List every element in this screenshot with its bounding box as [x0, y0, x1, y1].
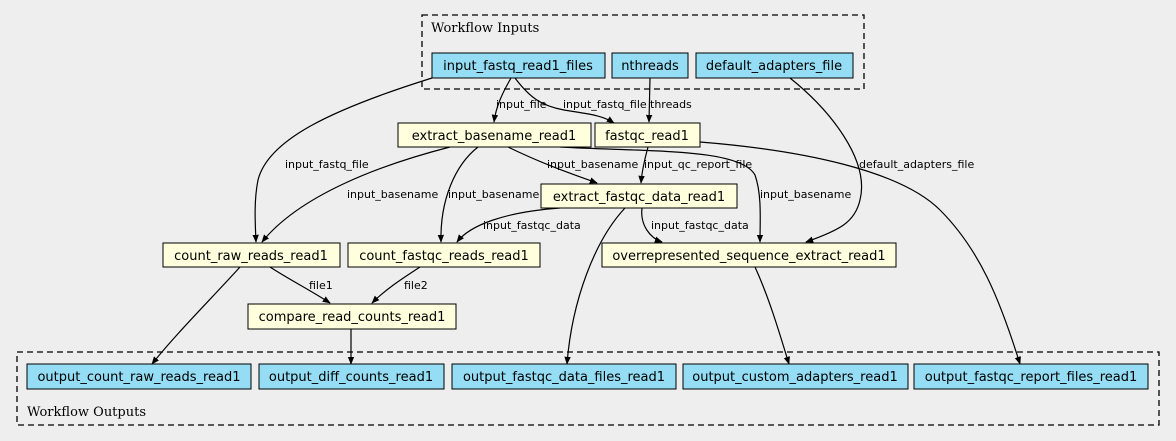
edge-extractfastqc-to-overrep — [641, 207, 663, 243]
node-output-count-raw-reads-read1[interactable]: output_count_raw_reads_read1 — [26, 363, 252, 390]
node-output-diff-counts-read1[interactable]: output_diff_counts_read1 — [258, 363, 445, 390]
node-box — [540, 183, 738, 209]
edge-label-input-basename-count-fastqc: input_basename — [448, 188, 539, 201]
node-label: fastqc_read1 — [605, 129, 689, 144]
node-label: output_custom_adapters_read1 — [692, 370, 897, 385]
node-label: output_fastqc_data_files_read1 — [463, 370, 665, 385]
edge-label-file2: file2 — [404, 279, 428, 292]
node-box — [26, 363, 252, 390]
edge-label-default-adapters-file: default_adapters_file — [859, 158, 974, 171]
node-output-fastqc-report-files-read1[interactable]: output_fastqc_report_files_read1 — [913, 363, 1149, 390]
workflow-outputs-cluster — [16, 351, 1160, 426]
node-extract-basename-read1[interactable]: extract_basename_read1 — [397, 122, 592, 148]
edge-extractbasename-to-extractfastqc — [507, 146, 598, 184]
node-extract-fastqc-data-read1[interactable]: extract_fastqc_data_read1 — [540, 183, 738, 209]
node-label: output_diff_counts_read1 — [269, 370, 433, 385]
node-box — [601, 242, 897, 268]
edge-nthreads-to-fastqc — [645, 77, 653, 123]
node-box — [594, 122, 701, 148]
edge-defaultadapters-to-overrep — [789, 77, 863, 243]
node-label: count_fastqc_reads_read1 — [359, 249, 529, 264]
edge-inputfastq-to-countraw — [252, 77, 433, 243]
workflow-inputs-label: Workflow Inputs — [431, 21, 539, 36]
edge-fastqc-to-extractfastqc — [638, 146, 649, 184]
node-box — [258, 363, 445, 390]
edge-label-input-fastq-file-fastqc: input_fastq_file — [563, 98, 647, 111]
edge-overrep-to-outputcustom — [754, 266, 790, 365]
edge-label-input-fastq-file-count: input_fastq_file — [285, 158, 369, 171]
edge-label-input-file: input_file — [496, 98, 547, 111]
node-box — [397, 122, 592, 148]
node-label: count_raw_reads_read1 — [174, 249, 328, 264]
edge-label-input-fastqc-data-overrep: input_fastqc_data — [651, 219, 749, 232]
node-box — [431, 52, 606, 79]
edge-label-input-basename-extract-fastqc: input_basename — [547, 158, 638, 171]
node-input-fastq-read1-files[interactable]: input_fastq_read1_files — [431, 52, 606, 79]
edge-label-input-fastqc-data-count: input_fastqc_data — [483, 219, 581, 232]
node-box — [682, 363, 909, 390]
node-label: output_count_raw_reads_read1 — [37, 370, 240, 385]
node-label: nthreads — [621, 59, 679, 74]
edge-countraw-to-compare — [269, 266, 331, 304]
node-compare-read-counts-read1[interactable]: compare_read_counts_read1 — [247, 303, 457, 330]
node-label: overrepresented_sequence_extract_read1 — [612, 249, 885, 264]
edge-label-file1: file1 — [309, 279, 333, 292]
edge-label-input-basename-count-raw: input_basename — [347, 188, 438, 201]
node-label: extract_basename_read1 — [412, 129, 577, 144]
edge-inputfastq-to-extractbasename — [491, 77, 512, 123]
edge-fastqc-to-outputfastqcreport — [699, 141, 1021, 365]
node-label: extract_fastqc_data_read1 — [553, 190, 725, 205]
edge-extractfastqc-to-outputfastqcdata — [564, 207, 626, 365]
node-label: default_adapters_file — [706, 59, 842, 74]
edge-label-input-basename-overrep: input_basename — [760, 188, 851, 201]
workflow-inputs-cluster — [421, 14, 865, 90]
node-default-adapters-file[interactable]: default_adapters_file — [695, 52, 854, 79]
node-output-custom-adapters-read1[interactable]: output_custom_adapters_read1 — [682, 363, 909, 390]
edge-extractbasename-to-countfastqc — [437, 146, 479, 243]
node-box — [347, 242, 541, 268]
workflow-outputs-label: Workflow Outputs — [27, 405, 146, 420]
node-box — [611, 52, 689, 79]
edge-countraw-to-outputcountraw — [151, 266, 241, 365]
node-label: compare_read_counts_read1 — [259, 310, 446, 325]
edge-inputfastq-to-fastqc — [514, 77, 615, 124]
edge-label-threads: threads — [650, 98, 692, 111]
node-label: input_fastq_read1_files — [443, 59, 593, 74]
node-nthreads[interactable]: nthreads — [611, 52, 689, 79]
node-count-fastqc-reads-read1[interactable]: count_fastqc_reads_read1 — [347, 242, 541, 268]
node-box — [913, 363, 1149, 390]
node-box — [162, 242, 341, 268]
edge-label-input-qc-report-file: input_qc_report_file — [644, 158, 752, 171]
edge-extractbasename-to-countraw — [261, 146, 451, 243]
node-box — [247, 303, 457, 330]
edge-extractbasename-to-overrep — [559, 146, 764, 243]
edge-extractfastqc-to-countfastqc — [456, 207, 561, 243]
node-overrepresented-sequence-extract-read1[interactable]: overrepresented_sequence_extract_read1 — [601, 242, 897, 268]
node-fastqc-read1[interactable]: fastqc_read1 — [594, 122, 701, 148]
node-box — [451, 363, 677, 390]
node-output-fastqc-data-files-read1[interactable]: output_fastqc_data_files_read1 — [451, 363, 677, 390]
edge-countfastqc-to-compare — [371, 266, 421, 304]
node-box — [695, 52, 854, 79]
node-label: output_fastqc_report_files_read1 — [925, 370, 1138, 385]
node-count-raw-reads-read1[interactable]: count_raw_reads_read1 — [162, 242, 341, 268]
